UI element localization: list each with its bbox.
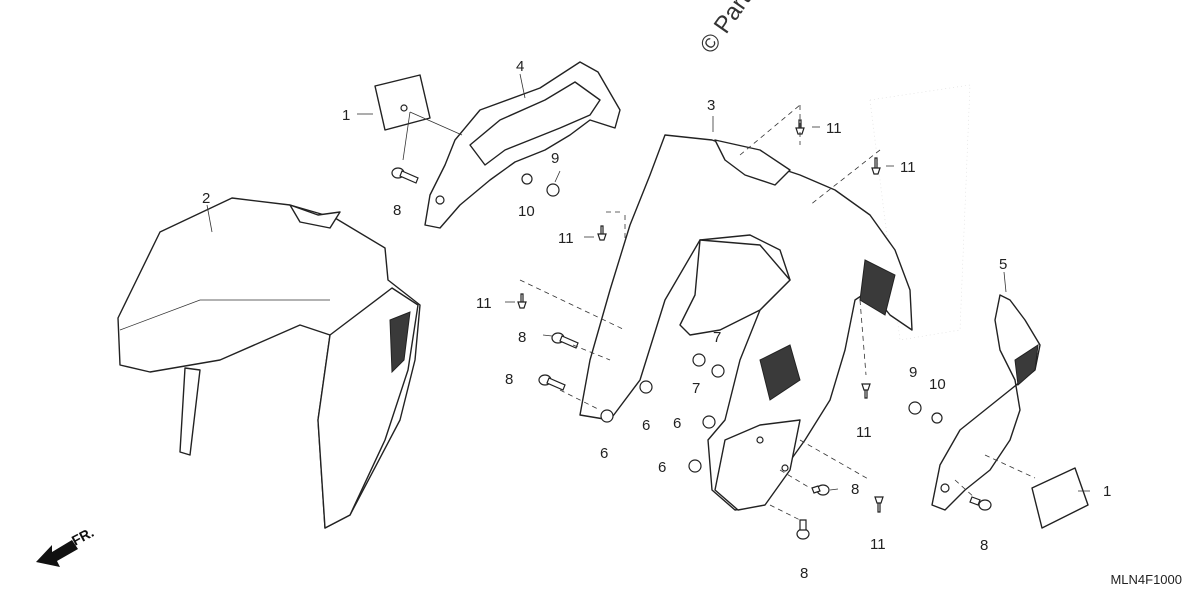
- nut-icon[interactable]: [692, 353, 706, 367]
- callout-labels: 1 1 2 3 4 5 6 6 6 6 7 7 8 8 8 8 8 8 9 9 …: [202, 58, 1111, 582]
- callout-9: 9: [551, 150, 559, 167]
- callout-4: 4: [516, 58, 524, 75]
- callout-6: 6: [673, 415, 681, 432]
- callout-5: 5: [999, 256, 1007, 273]
- upper-cover-part-5[interactable]: [931, 294, 1041, 511]
- washer-icon[interactable]: [521, 173, 533, 185]
- callout-11: 11: [870, 536, 886, 553]
- leader-lines: [206, 73, 1090, 521]
- screw-icon[interactable]: [517, 293, 527, 309]
- bolt-icon[interactable]: [969, 496, 992, 511]
- bolt-icon[interactable]: [538, 374, 566, 391]
- nut-icon[interactable]: [546, 183, 560, 197]
- callout-8: 8: [980, 537, 988, 554]
- bolt-icon[interactable]: [811, 484, 830, 496]
- callout-2: 2: [202, 190, 210, 207]
- nut-icon[interactable]: [711, 364, 725, 378]
- callout-3: 3: [707, 97, 715, 114]
- callout-7: 7: [692, 380, 700, 397]
- callout-8: 8: [393, 202, 401, 219]
- screw-icon[interactable]: [871, 157, 881, 175]
- callout-11: 11: [558, 230, 574, 247]
- callout-6: 6: [600, 445, 608, 462]
- washer-icon[interactable]: [931, 412, 943, 424]
- watermark: © Partz: [695, 0, 763, 58]
- bolt-icon[interactable]: [796, 519, 810, 540]
- drawing-code: MLN4F1000: [1110, 572, 1182, 587]
- screw-icon[interactable]: [597, 225, 607, 241]
- callout-8: 8: [505, 371, 513, 388]
- callout-11: 11: [900, 159, 916, 176]
- callout-7: 7: [713, 329, 721, 346]
- callout-8: 8: [800, 565, 808, 582]
- arrow-icon: [36, 540, 78, 567]
- front-direction-indicator: FR.: [36, 524, 96, 567]
- nut-icon[interactable]: [639, 380, 653, 394]
- callout-8: 8: [851, 481, 859, 498]
- screw-icon[interactable]: [861, 383, 871, 399]
- callout-11: 11: [856, 424, 872, 441]
- upper-cover-part-4[interactable]: [424, 61, 621, 229]
- reflector-part-1-right[interactable]: [1031, 467, 1089, 529]
- callout-10: 10: [929, 376, 946, 393]
- callout-1-right: 1: [1103, 483, 1111, 500]
- callout-9: 9: [909, 364, 917, 381]
- callout-1-left: 1: [342, 107, 350, 124]
- callout-8: 8: [518, 329, 526, 346]
- nut-icon[interactable]: [600, 409, 614, 423]
- nut-icon[interactable]: [688, 459, 702, 473]
- nut-icon[interactable]: [702, 415, 716, 429]
- callout-6: 6: [658, 459, 666, 476]
- center-shroud-part-3[interactable]: [579, 134, 913, 511]
- callout-11: 11: [826, 120, 842, 137]
- callout-6: 6: [642, 417, 650, 434]
- hardware-items: [391, 119, 992, 540]
- reflector-part-1-left[interactable]: [374, 74, 431, 131]
- callout-11: 11: [476, 295, 492, 312]
- nut-icon[interactable]: [908, 401, 922, 415]
- bolt-icon[interactable]: [391, 167, 419, 184]
- callout-10: 10: [518, 203, 535, 220]
- front-fender-part-2[interactable]: [117, 197, 421, 529]
- screw-icon[interactable]: [874, 496, 884, 513]
